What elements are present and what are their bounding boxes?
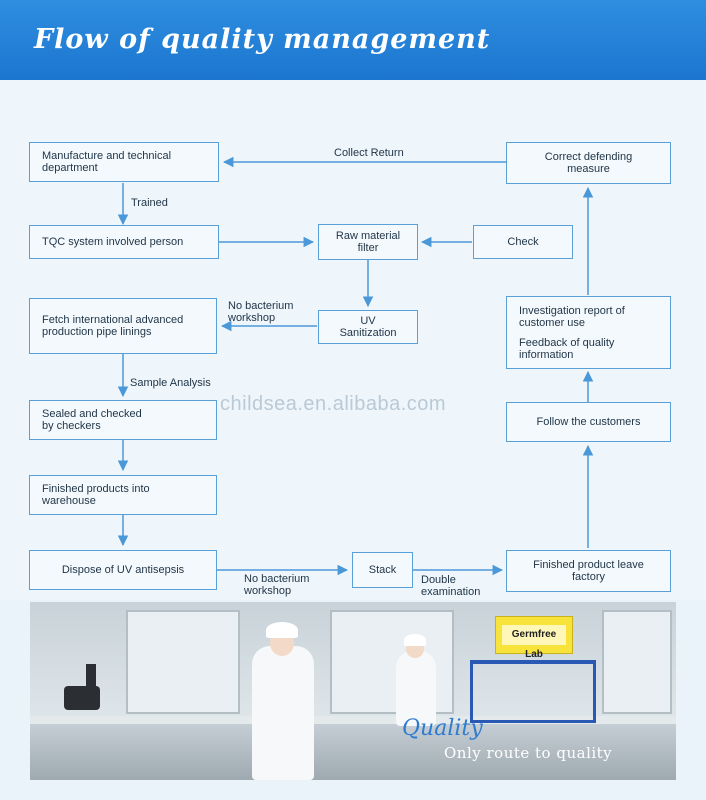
tagline-title: Quality xyxy=(402,716,483,741)
box-dispose: Dispose of UV antisepsis xyxy=(29,550,217,590)
lab-rack xyxy=(470,660,596,723)
lab-worker-right xyxy=(396,650,436,726)
feedback-text: Feedback of quality information xyxy=(519,336,615,361)
watermark: childsea.en.alibaba.com xyxy=(220,393,447,415)
box-check: Check xyxy=(473,225,573,259)
lab-worker-right-cap xyxy=(404,634,426,646)
box-correct: Correct defending measure xyxy=(506,142,671,184)
box-manufacture: Manufacture and technical department xyxy=(29,142,219,182)
label-double-examination: Double examination xyxy=(421,574,481,598)
box-fetch: Fetch international advanced production … xyxy=(29,298,217,354)
label-trained: Trained xyxy=(131,197,168,209)
lab-photo: Germfree Lab Quality Only route to quali… xyxy=(30,602,676,780)
label-sample-analysis: Sample Analysis xyxy=(130,377,211,389)
germfree-lab-sign-text: Germfree Lab xyxy=(502,625,566,660)
box-sealed: Sealed and checked by checkers xyxy=(29,400,217,440)
box-tqc: TQC system involved person xyxy=(29,225,219,259)
header-banner: Flow of quality management xyxy=(0,0,706,80)
lab-worker-left-cap xyxy=(266,622,298,638)
box-finished-leave: Finished product leave factory xyxy=(506,550,671,592)
lab-worker-left xyxy=(252,646,314,780)
flow-arrows xyxy=(117,156,594,576)
box-follow: Follow the customers xyxy=(506,402,671,442)
germfree-lab-sign: Germfree Lab xyxy=(495,616,573,660)
page-title: Flow of quality management xyxy=(34,24,491,55)
lab-bench xyxy=(30,716,676,724)
box-uv-sanitization: UV Sanitization xyxy=(318,310,418,344)
box-finished-warehouse: Finished products into warehouse xyxy=(29,475,217,515)
box-stack: Stack xyxy=(352,552,413,588)
tagline-subtitle: Only route to quality xyxy=(444,744,613,762)
microscope-arm xyxy=(86,664,96,694)
box-investigation-feedback: Investigation report of customer use Fee… xyxy=(506,296,671,369)
lab-counter xyxy=(30,724,676,780)
lab-window xyxy=(126,610,240,714)
box-raw-material: Raw material filter xyxy=(318,224,418,260)
label-no-bacterium-2: No bacterium workshop xyxy=(244,573,310,597)
label-collect-return: Collect Return xyxy=(334,147,404,159)
label-no-bacterium-1: No bacterium workshop xyxy=(228,300,294,324)
lab-window xyxy=(602,610,672,714)
investigation-text: Investigation report of customer use xyxy=(519,304,625,329)
